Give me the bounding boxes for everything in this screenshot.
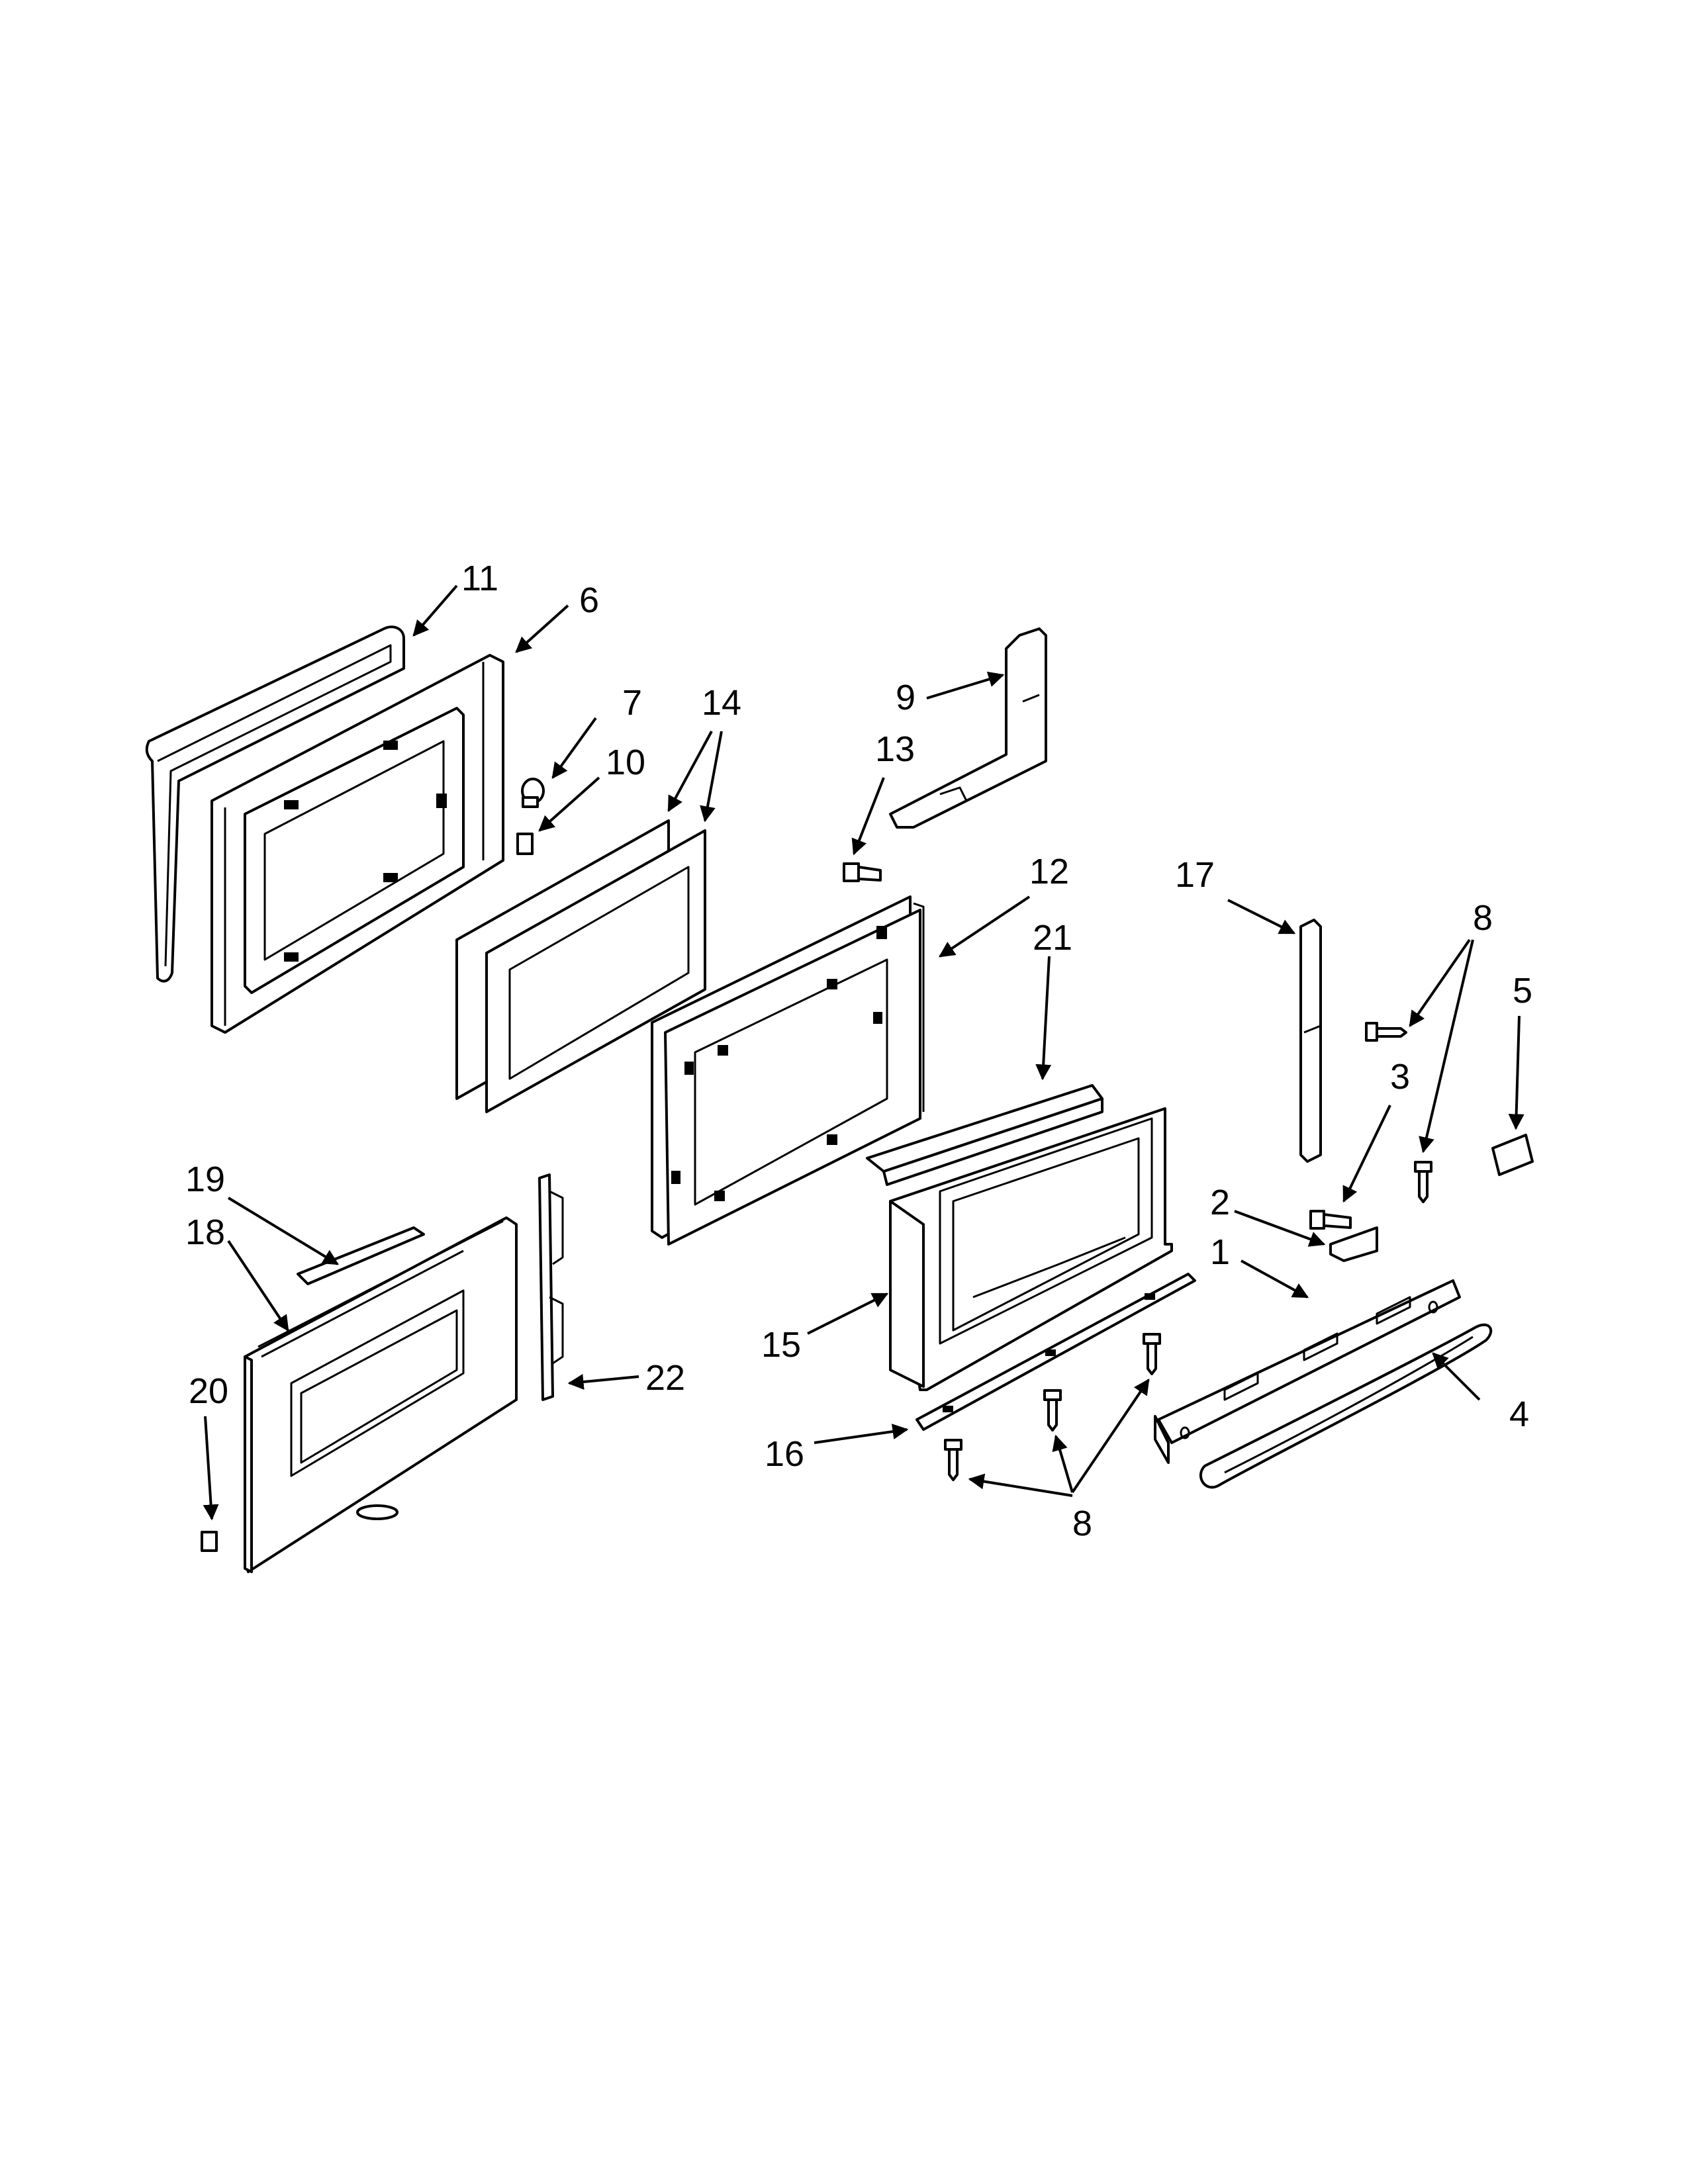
- callout-8-bottom: 8: [1072, 1504, 1092, 1543]
- screws-8-part: [944, 1022, 1432, 1481]
- callout-10: 10: [606, 743, 645, 782]
- bottom-trim-part: [915, 1273, 1196, 1431]
- callout-3: 3: [1390, 1057, 1410, 1097]
- callout-6: 6: [579, 580, 599, 620]
- callout-11: 11: [461, 559, 498, 598]
- callout-2: 2: [1210, 1183, 1230, 1222]
- callout-14: 14: [702, 683, 741, 723]
- callout-12: 12: [1029, 852, 1069, 891]
- outer-door-panel-part: [889, 1107, 1173, 1391]
- callout-17: 17: [1175, 855, 1215, 895]
- callout-13: 13: [875, 729, 915, 769]
- callout-9: 9: [896, 678, 915, 717]
- leader-lines: [203, 584, 1524, 1521]
- callout-21: 21: [1033, 918, 1072, 958]
- callout-8-right: 8: [1473, 898, 1493, 938]
- small-clip-part: [516, 833, 534, 855]
- hinge-arm-part: [1299, 919, 1322, 1163]
- bracket-part: [1329, 1226, 1378, 1262]
- inner-door-frame-part: [211, 654, 504, 1034]
- callout-1: 1: [1210, 1232, 1230, 1272]
- callout-22: 22: [645, 1358, 685, 1398]
- callout-15: 15: [761, 1325, 801, 1365]
- callout-19: 19: [185, 1160, 225, 1199]
- callout-5: 5: [1513, 971, 1532, 1011]
- callout-18: 18: [185, 1212, 225, 1252]
- handle-mount-part: [1154, 1279, 1461, 1464]
- hinge-bumper-part: [521, 778, 545, 808]
- lower-door-front-part: [244, 1216, 518, 1573]
- small-clip-20-part: [201, 1531, 218, 1552]
- screw-13-part: [843, 862, 882, 882]
- label-part: [1491, 1134, 1534, 1176]
- screw-3-part: [1309, 1210, 1352, 1230]
- callout-4: 4: [1509, 1394, 1529, 1434]
- callout-7: 7: [622, 683, 642, 723]
- side-bracket-part: [538, 1173, 564, 1401]
- callout-20: 20: [189, 1371, 228, 1411]
- callout-16: 16: [765, 1434, 804, 1474]
- door-gasket-part: [145, 625, 405, 983]
- vent-duct-part: [889, 627, 1047, 829]
- door-liner-part: [651, 895, 925, 1246]
- top-vent-strip-part: [297, 1226, 425, 1285]
- callout-labels: 11 6 7 10 14 9 13 12 21 17 8 5 3 2 1 4 1…: [185, 559, 1532, 1543]
- door-glass-part: [455, 819, 706, 1113]
- top-trim-part: [866, 1084, 1103, 1186]
